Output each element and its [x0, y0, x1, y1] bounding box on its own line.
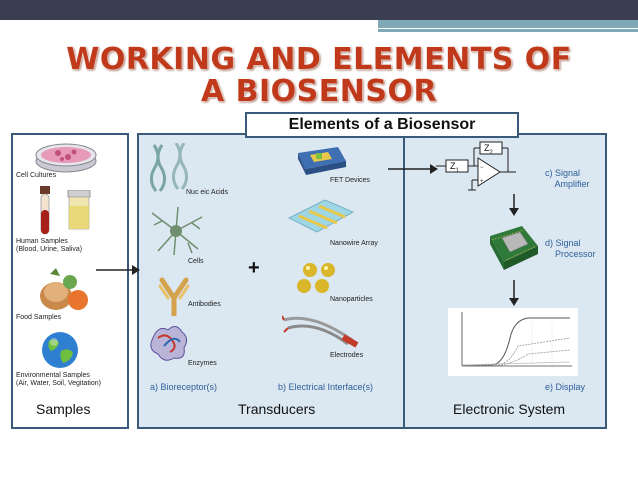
top-bar-white	[0, 20, 378, 32]
sample-label-food-samples: Food Samples	[16, 314, 62, 321]
dna-icon	[150, 143, 189, 192]
label-electrical-interfaces: b) Electrical Interface(s)	[278, 382, 374, 392]
z2-label: Z2	[484, 143, 493, 156]
arrow-amp-to-processor	[509, 194, 519, 216]
slide-title-line2: A BIOSENSOR	[200, 74, 438, 109]
enzyme-icon	[150, 326, 188, 361]
food-icon	[40, 268, 88, 310]
label-signal-amplifier-text: c) Signal Amplifier	[545, 168, 590, 189]
bioreceptor-label-enzymes: Enzymes	[188, 360, 217, 367]
interface-label-nanowire-array: Nanowire Array	[330, 240, 378, 247]
bioreceptor-label-antibodies: Antibodies	[188, 301, 221, 308]
interface-label-nanoparticles: Nanoparticles	[330, 296, 373, 303]
arrow-transducers-to-electronic	[388, 164, 438, 174]
amplifier-circuit-icon: − +	[436, 141, 516, 191]
sample-label-human-samples: Human Samples (Blood, Urine, Saliva)	[16, 238, 82, 254]
samples-title: Samples	[36, 401, 91, 417]
sample-label-human-samples-text: Human Samples (Blood, Urine, Saliva)	[16, 238, 83, 253]
label-signal-processor-text: d) Signal Processor	[545, 238, 596, 259]
bioreceptor-label-nucleic-acids: Nuc eic Acids	[186, 189, 229, 196]
diagram-header-box: Elements of a Biosensor	[245, 112, 519, 138]
label-display: e) Display	[545, 382, 586, 392]
electronic-title: Electronic System	[453, 401, 566, 417]
display-graph-icon	[448, 308, 578, 376]
antibody-icon	[158, 277, 190, 316]
interface-label-electrodes: Electrodes	[330, 352, 364, 359]
sample-label-environmental: Environmental Samples (Air, Water, Soil,…	[16, 372, 101, 388]
nanoparticles-icon	[297, 263, 335, 293]
arrow-samples-to-transducers	[96, 265, 140, 275]
z2-text: Z	[484, 143, 490, 153]
plus-sign: +	[248, 257, 260, 279]
slide-title-line1: WORKING AND ELEMENTS OF	[66, 42, 572, 77]
diagram-header: Elements of a Biosensor	[288, 116, 476, 133]
interface-label-fet-devices: FET Devices	[330, 177, 370, 184]
label-signal-processor: d) Signal Processor	[545, 238, 596, 260]
label-signal-amplifier: c) Signal Amplifier	[545, 168, 590, 190]
svg-text:−: −	[480, 165, 484, 171]
z1-subscript: 1	[455, 167, 459, 174]
cell-icon	[151, 206, 203, 256]
sample-label-cell-cultures: Cell Cultures	[16, 172, 57, 179]
arrow-processor-to-display	[509, 280, 519, 306]
top-bar-dark	[0, 0, 638, 20]
transducers-title: Transducers	[238, 401, 316, 417]
transducers-panel	[137, 133, 405, 429]
fet-device-icon	[298, 147, 346, 175]
z1-text: Z	[450, 161, 456, 171]
top-bar-line	[378, 28, 638, 29]
z1-label: Z1	[450, 161, 459, 174]
z2-subscript: 2	[489, 149, 493, 156]
globe-icon	[42, 332, 78, 368]
sample-jar-icon	[67, 190, 91, 230]
electrodes-icon	[282, 315, 359, 348]
blood-tube-icon	[40, 186, 50, 235]
processor-chip-icon	[490, 226, 538, 270]
label-bioreceptors: a) Bioreceptor(s)	[150, 382, 218, 392]
nanowire-array-icon	[288, 199, 354, 233]
sample-label-environmental-text: Environmental Samples (Air, Water, Soil,…	[16, 372, 101, 387]
svg-text:+: +	[480, 179, 484, 185]
petri-dish-icon	[35, 143, 97, 173]
bioreceptor-label-cells: Cells	[188, 258, 204, 265]
